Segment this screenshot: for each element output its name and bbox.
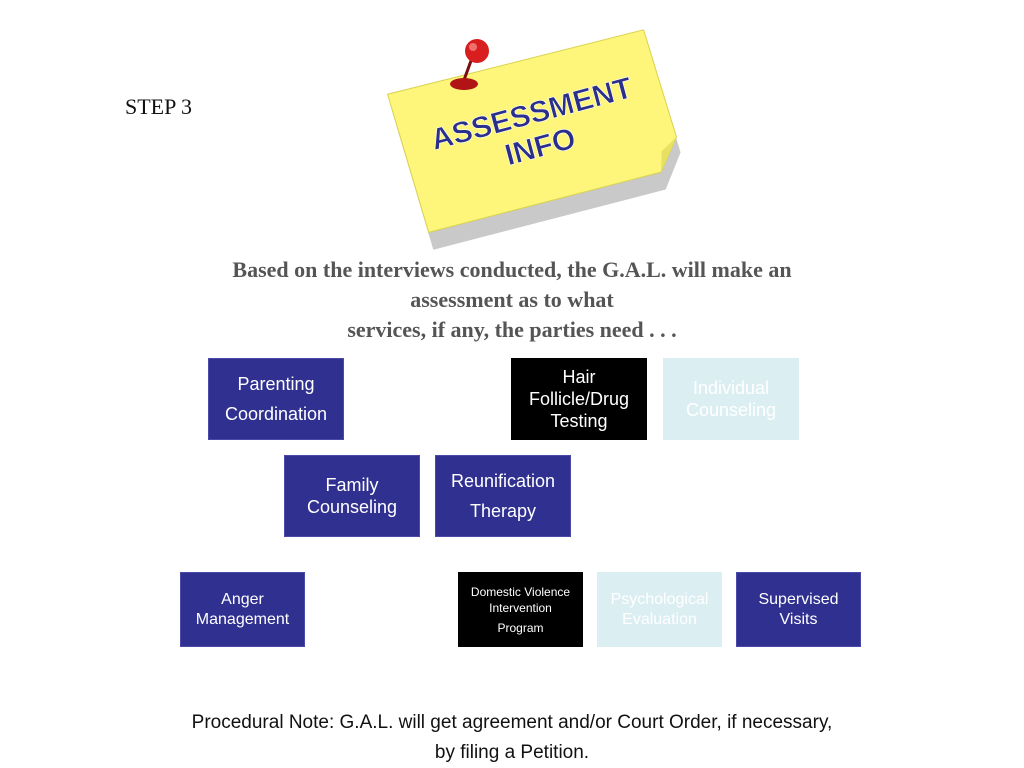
hair-line2: Follicle/Drug <box>528 389 630 409</box>
headline: Based on the interviews conducted, the G… <box>100 255 924 345</box>
sticky-note-graphic: ASSESSMENT INFO <box>386 29 681 250</box>
procedural-note-line2: by filing a Petition. <box>434 742 590 763</box>
supervised-line1: Supervised <box>758 590 839 608</box>
domestic-line1: Domestic Violence <box>470 584 571 599</box>
supervised-visits-box: Supervised Visits <box>736 572 861 647</box>
anger-management-box: Anger Management <box>180 572 305 647</box>
reunification-line1: Reunification <box>450 471 556 491</box>
domestic-violence-intervention-box: Domestic Violence Intervention Program <box>458 572 583 647</box>
family-counseling-box: Family Counseling <box>284 455 420 537</box>
hair-line3: Testing <box>550 411 608 431</box>
note-line2: INFO <box>502 122 580 172</box>
anger-line1: Anger <box>221 590 264 608</box>
supervised-line2: Visits <box>779 610 818 628</box>
step-label: STEP 3 <box>125 94 193 119</box>
individual-line2: Counseling <box>685 400 777 420</box>
pushpin-icon <box>450 39 489 90</box>
procedural-note: Procedural Note: G.A.L. will get agreeme… <box>60 708 964 768</box>
psychological-line2: Evaluation <box>622 610 697 628</box>
individual-counseling-box: Individual Counseling <box>663 358 799 440</box>
headline-line1: Based on the interviews conducted, the G… <box>232 257 792 282</box>
parenting-line1: Parenting <box>237 374 315 394</box>
headline-line2: assessment as to what <box>410 287 614 312</box>
procedural-note-line1: Procedural Note: G.A.L. will get agreeme… <box>191 712 833 733</box>
reunification-therapy-box: Reunification Therapy <box>435 455 571 537</box>
parenting-line2: Coordination <box>224 404 328 424</box>
psychological-line1: Psychological <box>610 590 709 608</box>
hair-line1: Hair <box>562 367 596 387</box>
headline-line3: services, if any, the parties need . . . <box>347 317 677 342</box>
domestic-line2: Intervention <box>489 600 552 615</box>
psychological-evaluation-box: Psychological Evaluation <box>597 572 722 647</box>
family-line1: Family <box>325 475 379 495</box>
assessment-info-sticky-note: ASSESSMENT INFO <box>360 14 690 250</box>
anger-line2: Management <box>195 610 290 628</box>
reunification-line2: Therapy <box>469 501 537 521</box>
individual-line1: Individual <box>692 378 770 398</box>
parenting-coordination-box: Parenting Coordination <box>208 358 344 440</box>
domestic-line3: Program <box>497 620 544 635</box>
family-line2: Counseling <box>306 497 398 517</box>
hair-follicle-drug-testing-box: Hair Follicle/Drug Testing <box>511 358 647 440</box>
